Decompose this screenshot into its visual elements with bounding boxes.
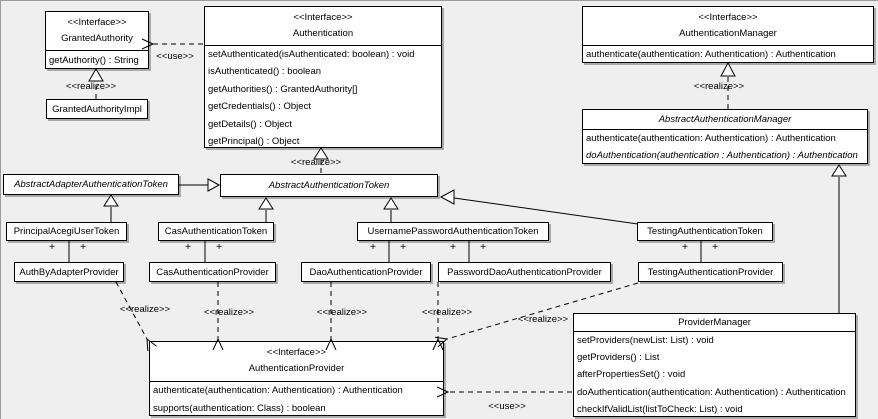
class-name: AbstractAdapterAuthenticationToken	[14, 179, 168, 190]
class-authentication: <<Interface>> Authentication setAuthenti…	[204, 6, 442, 148]
method: setAuthenticated(isAuthenticated: boolea…	[208, 49, 415, 60]
assoc-end-label: +	[80, 242, 86, 253]
method: checkIfValidList(listToCheck: List) : vo…	[577, 403, 743, 415]
stereotype-label: <<Interface>>	[293, 12, 353, 23]
class-name: GrantedAuthority	[61, 33, 133, 44]
assoc-end-label: +	[450, 242, 456, 253]
method: supports(authentication: Class) : boolea…	[153, 402, 326, 414]
gen-triangle	[439, 189, 455, 205]
class-title: <<Interface>> AuthenticationProvider	[150, 342, 443, 382]
class-name: PrincipalAcegiUserToken	[13, 226, 120, 237]
gen-triangle	[207, 178, 221, 192]
class-name: AbstractAuthenticationManager	[658, 114, 792, 125]
class-password-dao-authentication-provider: PasswordDaoAuthenticationProvider	[438, 262, 611, 282]
method: doAuthentication(authentication : Authen…	[586, 150, 858, 162]
assoc-end-label: +	[480, 242, 486, 253]
class-dao-authentication-provider: DaoAuthenticationProvider	[301, 262, 431, 282]
assoc-end-label: +	[370, 242, 376, 253]
class-abstract-adapter-authentication-token: AbstractAdapterAuthenticationToken	[3, 174, 179, 195]
gen-triangle	[103, 194, 119, 207]
class-authentication-manager: <<Interface>> AuthenticationManager auth…	[582, 6, 874, 63]
class-granted-authority-impl: GrantedAuthorityImpl	[46, 99, 148, 119]
stereotype-label: <<Interface>>	[67, 17, 127, 28]
stereotype-label: <<Interface>>	[266, 347, 327, 358]
realize-label: <<realize>>	[65, 81, 117, 92]
class-provider-manager: ProviderManager setProviders(newList: Li…	[573, 313, 856, 417]
assoc-end-label: +	[185, 242, 191, 253]
class-name: CasAuthenticationProvider	[156, 266, 269, 278]
method: getDetails() : Object	[208, 118, 292, 130]
realize-label: <<realize>>	[316, 307, 368, 318]
method: authenticate(authentication: Authenticat…	[586, 133, 836, 144]
method: authenticate(authentication: Authenticat…	[153, 385, 403, 396]
class-name: GrantedAuthorityImpl	[52, 103, 142, 115]
class-name: UsernamePasswordAuthenticationToken	[367, 226, 539, 237]
method: authenticate(authentication: Authenticat…	[586, 49, 836, 60]
assoc-end-label: +	[682, 242, 688, 253]
assoc-end-label: +	[49, 242, 55, 253]
class-name: TestingAuthenticationProvider	[647, 266, 774, 278]
class-name: TestingAuthenticationToken	[647, 226, 763, 237]
class-title: <<Interface>> Authentication	[205, 7, 441, 46]
gen-triangle	[383, 197, 399, 210]
use-label: <<use>>	[488, 401, 526, 412]
realize-label: <<realize>>	[119, 304, 171, 315]
class-title: <<Interface>> AuthenticationManager	[583, 7, 873, 46]
gen-triangle	[258, 197, 274, 210]
use-label: <<use>>	[156, 51, 194, 62]
class-principal-acegi-user-token: PrincipalAcegiUserToken	[6, 222, 127, 241]
class-granted-authority: <<Interface>> GrantedAuthority getAuthor…	[45, 11, 149, 69]
class-name: AuthenticationProvider	[248, 363, 345, 374]
assoc-end-label: +	[216, 242, 222, 253]
stereotype-label: <<Interface>>	[698, 12, 758, 23]
method: setProviders(newList: List) : void	[577, 335, 714, 346]
class-name: DaoAuthenticationProvider	[309, 266, 423, 278]
method: getPrincipal() : Object	[208, 136, 300, 148]
class-testing-authentication-provider: TestingAuthenticationProvider	[638, 262, 783, 282]
method: doAuthentication(authentication: Authent…	[577, 386, 846, 398]
assoc-end-label: +	[400, 242, 406, 253]
class-authentication-provider: <<Interface>> AuthenticationProvider aut…	[149, 341, 444, 416]
class-name: AbstractAuthenticationToken	[268, 180, 390, 191]
method: getAuthority() : String	[49, 55, 139, 66]
method: getCredentials() : Object	[208, 101, 311, 113]
class-name: Authentication	[292, 28, 354, 39]
realize-label: <<realize>>	[290, 157, 342, 168]
class-abstract-authentication-token: AbstractAuthenticationToken	[220, 174, 438, 197]
class-testing-authentication-token: TestingAuthenticationToken	[637, 222, 773, 241]
class-name: CasAuthenticationToken	[164, 226, 268, 237]
class-auth-by-adapter-provider: AuthByAdapterProvider	[14, 262, 124, 282]
method: getProviders() : List	[577, 352, 660, 364]
class-title: ProviderManager	[574, 314, 855, 332]
class-abstract-authentication-manager: AbstractAuthenticationManager authentica…	[582, 109, 868, 164]
realize-label: <<realize>>	[203, 307, 255, 318]
class-name: AuthByAdapterProvider	[19, 266, 119, 278]
realize-label: <<realize>>	[693, 81, 745, 92]
assoc-end-label: +	[712, 242, 718, 253]
method: isAuthenticated() : boolean	[208, 66, 322, 78]
class-name: PasswordDaoAuthenticationProvider	[447, 266, 602, 278]
class-name: AuthenticationManager	[679, 28, 777, 39]
class-title: AbstractAuthenticationManager	[583, 110, 867, 130]
method: getAuthorities() : GrantedAuthority[]	[208, 83, 358, 95]
gen-triangle	[831, 164, 847, 177]
class-cas-authentication-token: CasAuthenticationToken	[158, 222, 274, 241]
class-username-password-authentication-token: UsernamePasswordAuthenticationToken	[357, 222, 549, 241]
realize-label: <<realize>>	[517, 314, 569, 325]
realize-label: <<realize>>	[421, 307, 473, 318]
edge-gen-testingauthenticationtoken	[453, 197, 639, 225]
class-cas-authentication-provider: CasAuthenticationProvider	[149, 262, 276, 282]
method: afterPropertiesSet() : void	[577, 369, 686, 381]
realize-triangle	[720, 61, 736, 77]
class-name: ProviderManager	[678, 317, 751, 328]
class-title: <<Interface>> GrantedAuthority	[46, 12, 148, 51]
realize-triangle	[88, 68, 104, 82]
